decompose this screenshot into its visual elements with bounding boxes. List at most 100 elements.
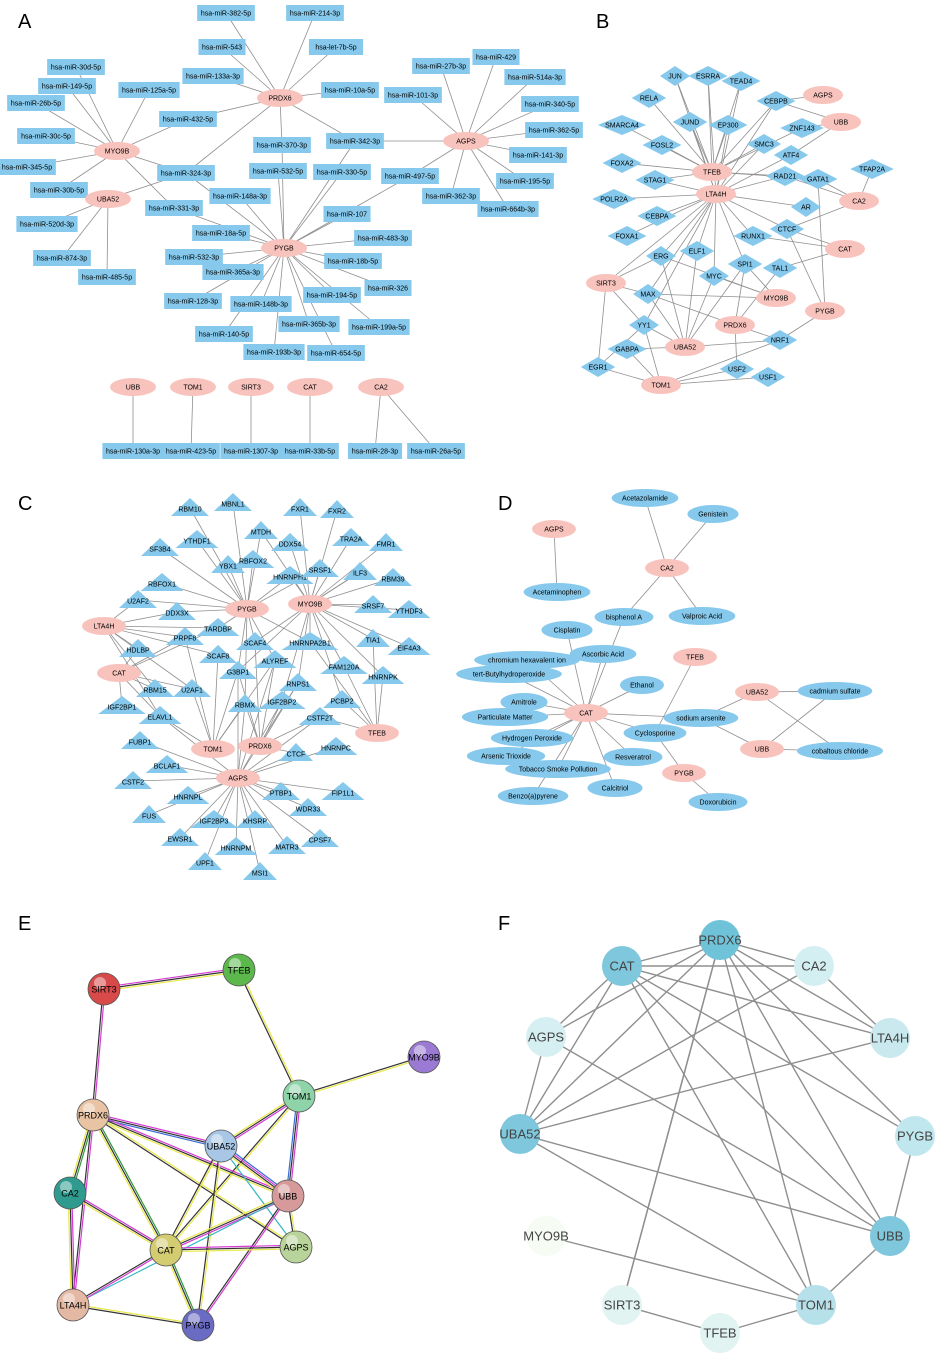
mirna-node-hsa-mir-520d-3p[interactable]	[16, 216, 78, 232]
mirna-node-hsa-mir-149-5p[interactable]	[38, 78, 96, 94]
chemical-node-valproic-acid[interactable]	[668, 607, 736, 625]
rbp-node-rbm15[interactable]	[136, 679, 174, 697]
rbp-node-wdr33[interactable]	[289, 798, 327, 816]
gene-node-c-tom1[interactable]	[191, 740, 235, 758]
rbp-node-rbfox2[interactable]	[231, 550, 275, 568]
mirna-node-hsa-mir-141-3p[interactable]	[509, 147, 567, 163]
gene-node-b-ca2[interactable]	[839, 192, 879, 210]
rbp-node-pcbp2[interactable]	[323, 690, 361, 708]
gene-node-c-lta4h[interactable]	[82, 617, 126, 635]
tf-node-elf1[interactable]	[679, 241, 715, 261]
mirna-node-hsa-mir-194-5p[interactable]	[303, 287, 361, 303]
rbp-node-alyref[interactable]	[253, 650, 297, 668]
mirna-node-hsa-mir-432-5p[interactable]	[159, 111, 217, 127]
rbp-node-igf2bp3[interactable]	[190, 810, 238, 828]
gene-node-b-ubb[interactable]	[821, 113, 861, 131]
tf-node-usf1[interactable]	[750, 367, 786, 387]
rbp-node-g3bp1[interactable]	[219, 661, 257, 679]
mirna-node-hsa-mir-532-5p[interactable]	[249, 163, 307, 179]
mirna-node-hsa-mir-362-3p[interactable]	[422, 188, 480, 204]
tf-node-nrf1[interactable]	[762, 330, 798, 350]
tf-node-gata1[interactable]	[798, 169, 838, 189]
ppi-node-agps[interactable]	[279, 1230, 313, 1264]
tf-node-znf143[interactable]	[780, 118, 824, 138]
chemical-node-tobacco-smoke-pollution[interactable]	[505, 760, 611, 778]
tf-node-max[interactable]	[633, 284, 663, 304]
rbp-node-ythdf3[interactable]	[387, 600, 431, 618]
rbp-node-ilf3[interactable]	[343, 562, 377, 580]
tf-node-rad21[interactable]	[765, 166, 805, 186]
ppi-node-tfeb[interactable]	[222, 953, 256, 987]
hub-node-cat[interactable]	[602, 946, 642, 986]
mirna-node-hsa-mir-30d-5p[interactable]	[47, 59, 105, 75]
rbp-node-elavl1[interactable]	[138, 706, 182, 724]
mirna-node-hsa-mir-148a-3p[interactable]	[209, 188, 271, 204]
gene-node-d-ca2[interactable]	[645, 559, 689, 577]
rbp-node-fxr1[interactable]	[283, 498, 317, 516]
gene-node-a-myo9b[interactable]	[94, 142, 140, 160]
rbp-node-igf2bp2[interactable]	[258, 691, 306, 709]
tf-node-egr1[interactable]	[580, 357, 616, 377]
tf-node-jun[interactable]	[660, 66, 690, 86]
rbp-node-matr3[interactable]	[268, 836, 306, 854]
mirna-node-hsa-mir-101-3p[interactable]	[384, 87, 442, 103]
mirna-node-hsa-mir-365b-3p[interactable]	[278, 316, 340, 332]
chemical-node-arsenic-trioxide[interactable]	[466, 747, 546, 765]
gene-node-b-agps[interactable]	[803, 86, 843, 104]
gene-node-a-pygb[interactable]	[261, 239, 307, 257]
mirna-node-hsa-mir-195-5p[interactable]	[496, 173, 554, 189]
hub-node-lta4h[interactable]	[870, 1018, 910, 1058]
chemical-node-particulate-matter[interactable]	[461, 708, 549, 726]
mirna-node-hsa-mir-429[interactable]	[472, 49, 520, 65]
gene-node-c-prdx6[interactable]	[238, 737, 282, 755]
rbp-node-ddx54[interactable]	[271, 533, 309, 551]
tf-node-usf2[interactable]	[719, 359, 755, 379]
tf-node-yy1[interactable]	[629, 315, 659, 335]
rbp-node-ctcf[interactable]	[279, 743, 313, 761]
tf-node-smarca4[interactable]	[597, 115, 647, 135]
mirna-node-hsa-mir-331-3p[interactable]	[145, 200, 203, 216]
mirna-node-hsa-mir-362-5p[interactable]	[525, 122, 583, 138]
mirna-node-hsa-mir-193b-3p[interactable]	[243, 344, 305, 360]
ppi-node-ubb[interactable]	[271, 1179, 305, 1213]
mirna-node-hsa-mir-654-5p[interactable]	[307, 345, 365, 361]
rbp-node-hdlbp[interactable]	[119, 639, 157, 657]
tf-node-ep300[interactable]	[708, 115, 748, 135]
ppi-node-tom1[interactable]	[282, 1079, 316, 1113]
rbp-node-tardbp[interactable]	[196, 618, 240, 636]
tf-node-spi1[interactable]	[727, 254, 763, 274]
tf-node-myc[interactable]	[699, 266, 729, 286]
mirna-node-hsa-mir-382-5p[interactable]	[197, 5, 255, 21]
tf-node-foxa2[interactable]	[602, 153, 642, 173]
tf-node-tal1[interactable]	[762, 258, 798, 278]
rbp-node-ewsr1[interactable]	[161, 828, 199, 846]
rbp-node-fam120a[interactable]	[320, 656, 368, 674]
rbp-node-tia1[interactable]	[356, 629, 390, 647]
gene-node-d-uba52[interactable]	[735, 683, 779, 701]
chemical-node-tert-butylhydroperoxide[interactable]	[456, 665, 562, 683]
mirna-node-hsa-mir-532-3p[interactable]	[165, 249, 223, 265]
mirna-node-hsa-mir-345-5p[interactable]	[0, 159, 56, 175]
rbp-node-hnrnpk[interactable]	[361, 666, 405, 684]
gene-node-a-prdx6[interactable]	[257, 89, 303, 107]
tf-node-esrra[interactable]	[688, 66, 728, 86]
tf-node-foxa1[interactable]	[607, 226, 647, 246]
hub-node-sirt3[interactable]	[602, 1285, 642, 1325]
tf-node-polr2a[interactable]	[592, 189, 636, 209]
rbp-node-hnrnpa2b1[interactable]	[281, 632, 339, 650]
tf-node-gabpa[interactable]	[607, 339, 647, 359]
mirna-node-hsa-mir-28-3p[interactable]	[347, 443, 403, 459]
gene-node-b-tfeb[interactable]	[692, 163, 732, 181]
rbp-node-rbfox1[interactable]	[140, 573, 184, 591]
mirna-node-hsa-mir-18b-5p[interactable]	[324, 253, 382, 269]
mirna-node-hsa-mir-30b-5p[interactable]	[30, 182, 88, 198]
rbp-node-mbnl1[interactable]	[214, 493, 252, 511]
rbp-node-igf2bp1[interactable]	[98, 696, 146, 714]
tf-node-ctcf[interactable]	[769, 219, 805, 239]
mirna-node-hsa-mir-485-5p[interactable]	[78, 269, 136, 285]
ppi-node-cat[interactable]	[149, 1233, 183, 1267]
chemical-node-benzo-a-pyrene[interactable]	[497, 787, 569, 805]
gene-node-b-uba52[interactable]	[665, 338, 705, 356]
mirna-node-hsa-mir-26a-5p[interactable]	[407, 443, 465, 459]
chemical-node-acetazolamide[interactable]	[611, 489, 679, 507]
